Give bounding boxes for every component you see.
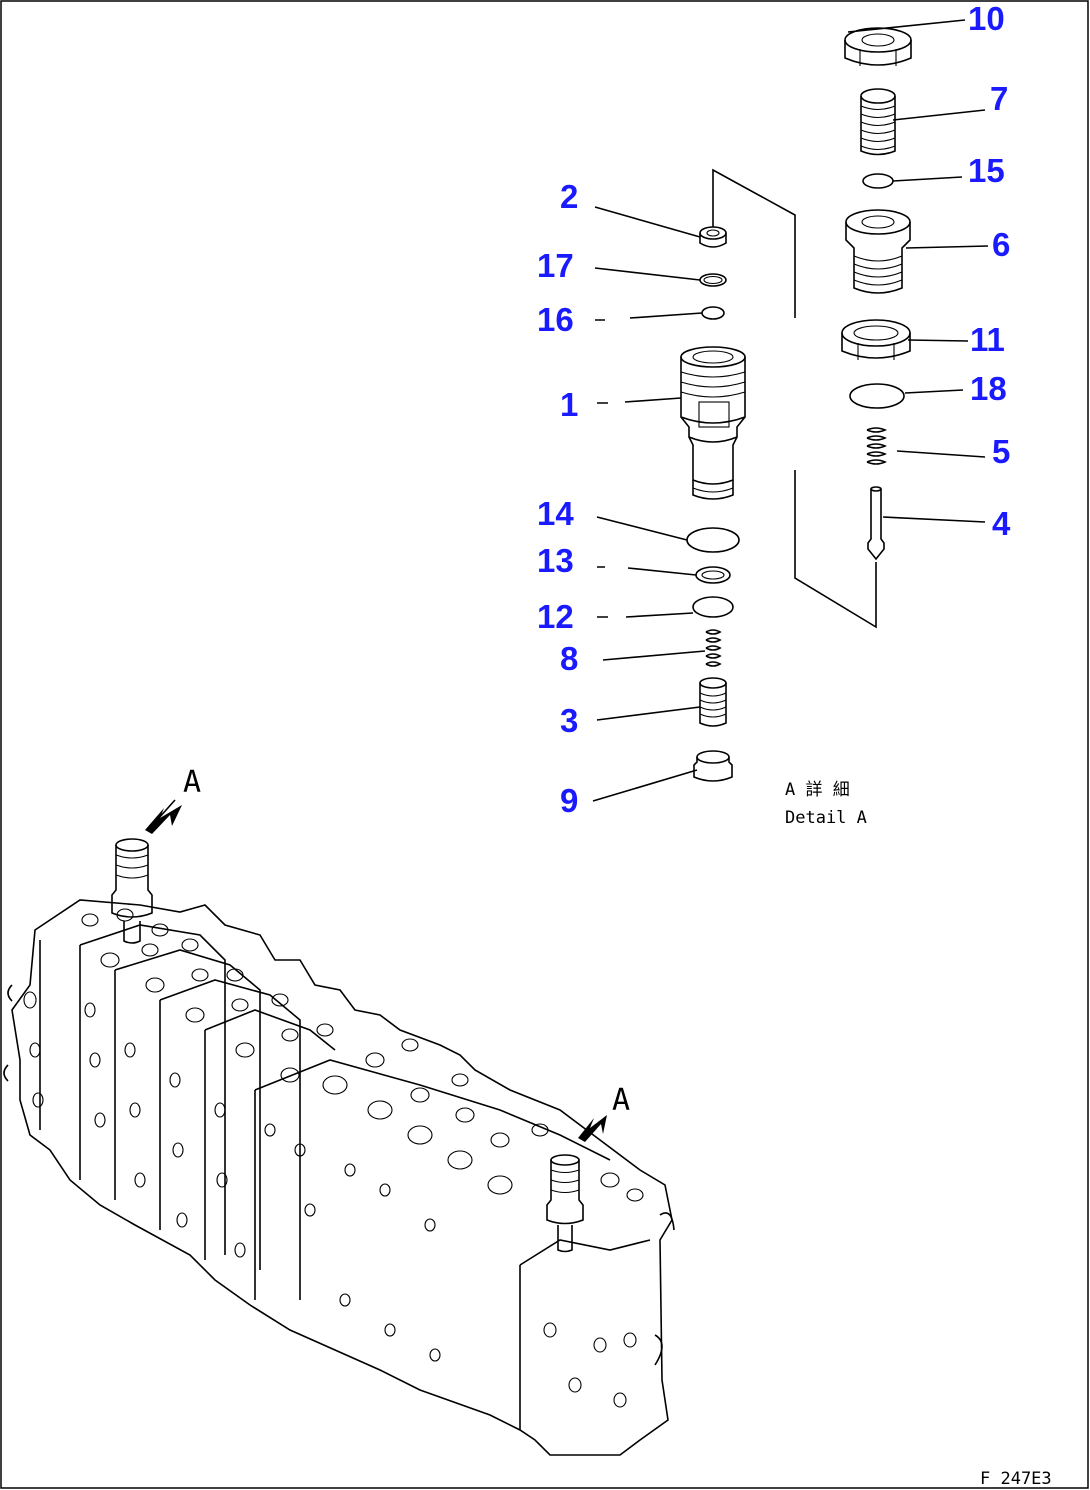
part-15-ring xyxy=(862,173,894,189)
callout-13: 13 xyxy=(537,542,574,579)
relief-valve-upper xyxy=(111,838,153,944)
view-arrow-upper-label: A xyxy=(183,765,201,800)
part-12-ring xyxy=(692,596,734,618)
callout-17: 17 xyxy=(537,247,574,284)
callout-14: 14 xyxy=(537,495,574,532)
callout-15: 15 xyxy=(968,152,1005,189)
part-14-oring xyxy=(686,527,740,553)
callout-4: 4 xyxy=(992,505,1011,542)
callout-2: 2 xyxy=(560,178,578,215)
callout-18: 18 xyxy=(970,370,1007,407)
callout-1: 1 xyxy=(560,386,578,423)
part-18-oring xyxy=(849,383,905,409)
part-11-lock-nut xyxy=(841,319,911,360)
detail-caption-english: Detail A xyxy=(785,808,867,828)
callout-16: 16 xyxy=(537,301,574,338)
detail-caption-japanese: A 詳 細 xyxy=(785,780,850,800)
part-4-pin xyxy=(867,486,885,561)
part-16-ring xyxy=(701,306,725,320)
part-1-valve-body xyxy=(680,346,746,500)
part-8-spring xyxy=(705,629,722,667)
leader-lines xyxy=(592,19,989,802)
control-valve-assembly xyxy=(3,838,675,1456)
part-13-ring xyxy=(695,566,731,584)
callout-8: 8 xyxy=(560,640,578,677)
view-arrow-upper xyxy=(145,799,182,834)
view-arrow-lower-label: A xyxy=(612,1083,630,1118)
callout-9: 9 xyxy=(560,782,578,819)
assembly-line-bottom xyxy=(794,470,877,629)
callout-11: 11 xyxy=(970,321,1005,358)
drawing-number: F_247E3 xyxy=(980,1469,1052,1489)
callout-6: 6 xyxy=(992,226,1010,263)
part-7-spring xyxy=(860,88,896,156)
callout-7: 7 xyxy=(990,80,1008,117)
part-10-cap-nut xyxy=(844,27,912,66)
relief-valve-lower xyxy=(546,1154,584,1253)
callout-10: 10 xyxy=(968,0,1005,37)
callout-3: 3 xyxy=(560,702,578,739)
assembly-line-top xyxy=(712,168,796,318)
part-3-poppet xyxy=(699,677,727,727)
part-9-cap xyxy=(693,750,733,782)
view-arrow-lower xyxy=(578,1115,607,1142)
part-5-spring xyxy=(866,427,887,465)
callout-5: 5 xyxy=(992,433,1010,470)
part-2-nut xyxy=(699,226,727,248)
callout-12: 12 xyxy=(537,598,574,635)
part-6-adjuster xyxy=(845,209,911,294)
